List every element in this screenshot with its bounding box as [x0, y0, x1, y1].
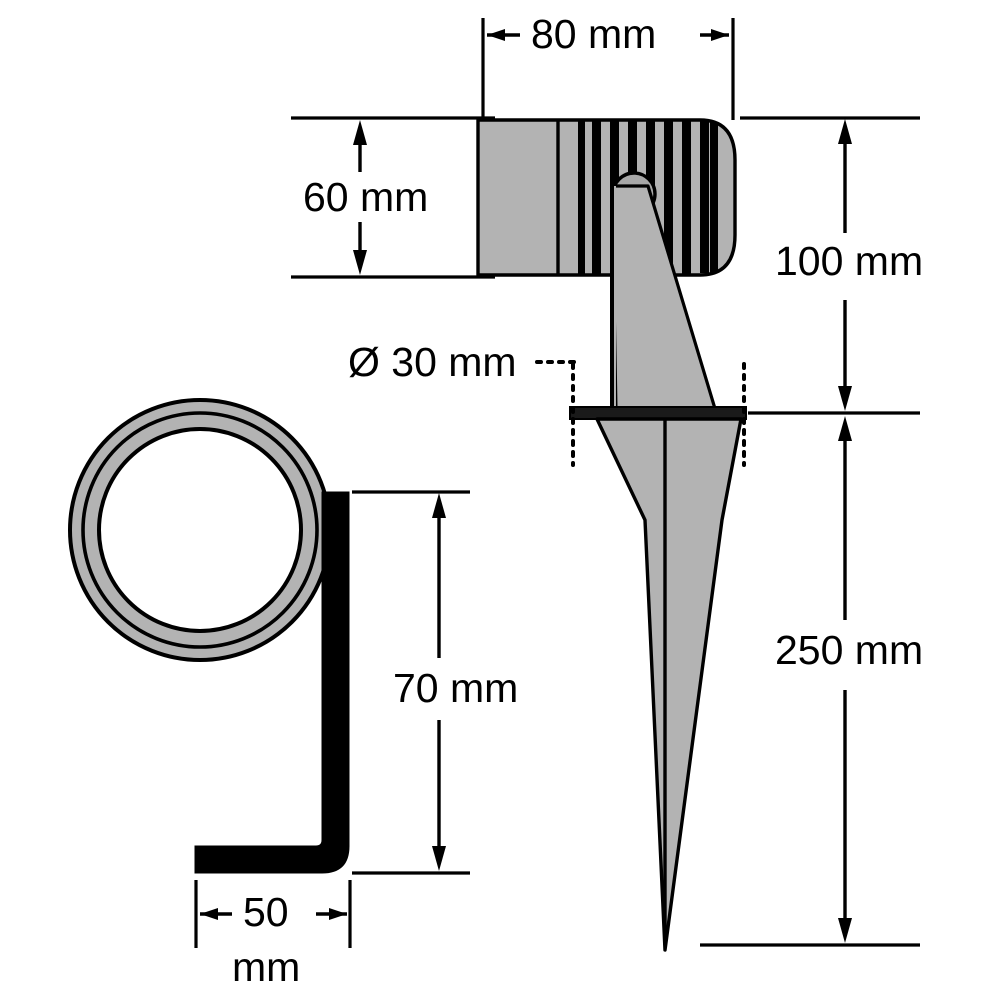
diameter-extension-lines	[571, 362, 746, 467]
dimension-label-80mm: 80 mm	[531, 11, 657, 57]
ground-spike	[595, 417, 743, 952]
dimension-height-60mm	[291, 116, 495, 279]
dimension-label-100mm: 100 mm	[775, 238, 924, 284]
dimension-label-diameter-30mm: Ø 30 mm	[348, 339, 517, 385]
dimension-label-70mm: 70 mm	[393, 665, 519, 711]
dimension-label-50mm-value: 50	[243, 889, 289, 935]
dimension-70mm	[352, 490, 470, 875]
dimension-label-50mm-unit: mm	[232, 944, 301, 990]
dimension-label-250mm: 250 mm	[775, 627, 924, 673]
ring-front-view	[68, 398, 332, 662]
ground-plate	[569, 406, 747, 420]
lamp-head	[476, 118, 737, 277]
dimension-100mm	[740, 116, 920, 415]
dimension-label-60mm: 60 mm	[303, 174, 429, 220]
dimension-width-80mm	[481, 18, 735, 120]
dimension-50mm	[194, 880, 352, 948]
dimension-250mm	[700, 416, 920, 947]
mounting-bracket	[194, 491, 350, 874]
